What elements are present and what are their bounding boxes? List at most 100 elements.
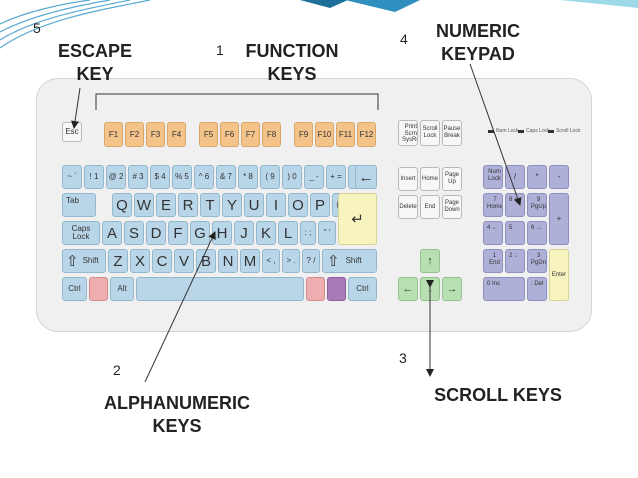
key-v: V	[174, 249, 194, 273]
menu-key	[327, 277, 346, 301]
key-4: $ 4	[150, 165, 170, 189]
backspace-key: ←	[355, 165, 377, 189]
keypad-plus-key: +	[549, 193, 569, 245]
pause-break-key: Pause Break	[442, 120, 462, 146]
key-u: U	[244, 193, 264, 217]
key-semicolon: : ;	[300, 221, 316, 245]
key-b: B	[196, 249, 216, 273]
key-7: & 7	[216, 165, 236, 189]
caps-lock-indicator: Caps Lock	[518, 129, 550, 134]
key-equals: + =	[326, 165, 346, 189]
f12-key: F12	[357, 122, 376, 147]
f4-key: F4	[167, 122, 186, 147]
tab-key: Tab	[62, 193, 96, 217]
f1-key: F1	[104, 122, 123, 147]
key-w: W	[134, 193, 154, 217]
key-3: # 3	[128, 165, 148, 189]
key-f: F	[168, 221, 188, 245]
left-windows-key	[89, 277, 108, 301]
key-n: N	[218, 249, 238, 273]
key-r: R	[178, 193, 198, 217]
scroll-lock-indicator: Scroll Lock	[548, 129, 580, 134]
f7-key: F7	[241, 122, 260, 147]
marker-5: 5	[33, 20, 41, 36]
space-bar	[136, 277, 304, 301]
key-p: P	[310, 193, 330, 217]
key-0: ) 0	[282, 165, 302, 189]
alphanumeric-keys-label: ALPHANUMERIC KEYS	[104, 393, 250, 436]
key-1: ! 1	[84, 165, 104, 189]
keypad-enter-key: Enter	[549, 249, 569, 301]
f3-key: F3	[146, 122, 165, 147]
keypad-star-key: *	[527, 165, 547, 189]
arrow-left-key: ←	[398, 277, 418, 301]
key-slash: ? /	[302, 249, 320, 273]
marker-4: 4	[400, 31, 408, 47]
key-m: M	[240, 249, 260, 273]
function-keys-label: FUNCTION KEYS	[245, 41, 339, 84]
marker-2: 2	[113, 362, 121, 378]
key-9: ( 9	[260, 165, 280, 189]
f8-key: F8	[262, 122, 281, 147]
key-k: K	[256, 221, 276, 245]
right-ctrl-key: Ctrl	[348, 277, 377, 301]
page-down-key: Page Down	[442, 195, 462, 219]
key-y: Y	[222, 193, 242, 217]
insert-key: Insert	[398, 167, 418, 191]
left-ctrl-key: Ctrl	[62, 277, 87, 301]
key-x: X	[130, 249, 150, 273]
key-c: C	[152, 249, 172, 273]
f10-key: F10	[315, 122, 334, 147]
keypad-dot-key: . Del	[527, 277, 547, 301]
escape-key-label: ESCAPE KEY	[57, 41, 133, 84]
key-minus: _ -	[304, 165, 324, 189]
key-t: T	[200, 193, 220, 217]
caps-lock-key: Caps Lock	[62, 221, 100, 245]
left-shift-key: ⇧Shift	[62, 249, 106, 273]
key-j: J	[234, 221, 254, 245]
num-lock-indicator: Num Lock	[488, 129, 519, 134]
key-l: L	[278, 221, 298, 245]
f2-key: F2	[125, 122, 144, 147]
keypad-5-key: 5	[505, 221, 525, 245]
shift-arrow-icon: ⇧	[66, 252, 79, 270]
alphanumeric-arrow	[144, 231, 216, 383]
keypad-2-key: 2 ↓	[505, 249, 525, 273]
delete-key: Delete	[398, 195, 418, 219]
key-5: % 5	[172, 165, 192, 189]
end-key: End	[420, 195, 440, 219]
scroll-lock-key: Scroll Lock	[420, 120, 440, 146]
key-quote: " '	[318, 221, 336, 245]
keypad-0-key: 0 Ins	[483, 277, 525, 301]
page-up-key: Page Up	[442, 167, 462, 191]
marker-1: 1	[216, 42, 224, 58]
numeric-keypad-arrow	[469, 63, 522, 206]
f5-key: F5	[199, 122, 218, 147]
key-i: I	[266, 193, 286, 217]
scroll-keys-label: SCROLL KEYS	[434, 385, 562, 405]
key-a: A	[102, 221, 122, 245]
key-z: Z	[108, 249, 128, 273]
key-s: S	[124, 221, 144, 245]
home-key: Home	[420, 167, 440, 191]
key-tilde: ~ `	[62, 165, 82, 189]
keypad-9-key: 9 PgUp	[527, 193, 547, 217]
enter-key: ↵	[338, 193, 377, 245]
key-period: > .	[282, 249, 300, 273]
key-2: @ 2	[106, 165, 126, 189]
marker-3: 3	[399, 350, 407, 366]
key-o: O	[288, 193, 308, 217]
escape-arrow	[71, 87, 81, 129]
shift-arrow-icon: ⇧	[327, 252, 340, 270]
keypad-7-key: 7 Home	[483, 193, 503, 217]
f11-key: F11	[336, 122, 355, 147]
key-q: Q	[112, 193, 132, 217]
keypad-slash-key: /	[505, 165, 525, 189]
keypad-3-key: 3 PgDn	[527, 249, 547, 273]
arrow-up-key: ↑	[420, 249, 440, 273]
function-keys-bracket	[95, 93, 379, 110]
right-windows-key	[306, 277, 325, 301]
f9-key: F9	[294, 122, 313, 147]
